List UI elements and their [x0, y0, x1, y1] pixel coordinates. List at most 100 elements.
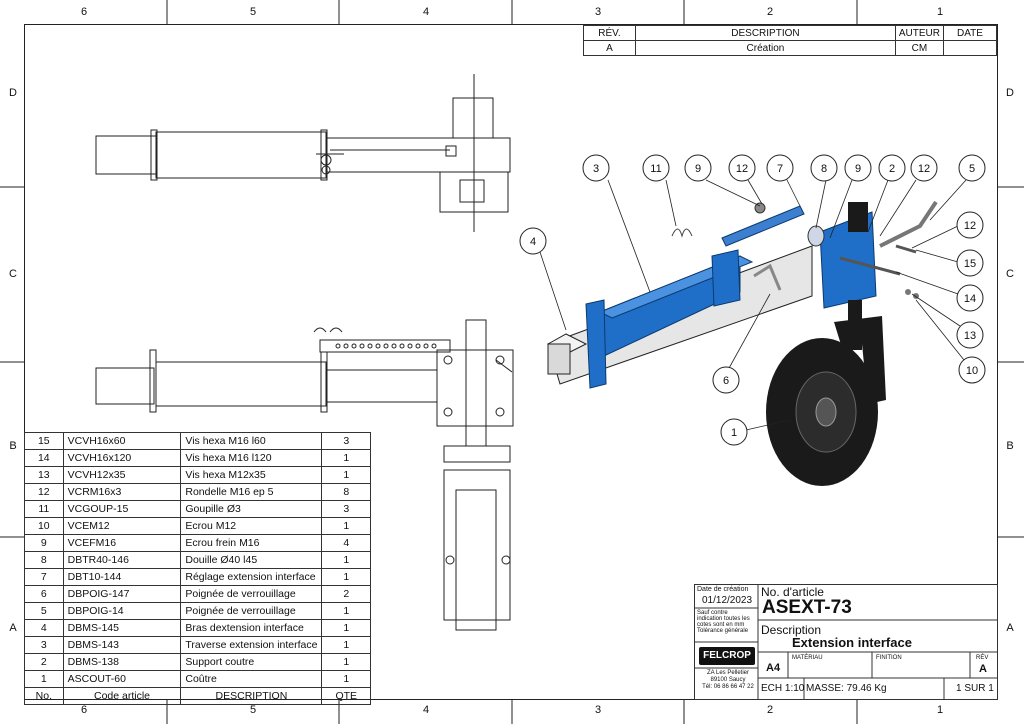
article-number-label: No. d'article — [761, 585, 824, 599]
balloon-7: 7 — [777, 163, 783, 175]
bom-cell-description: Coûtre — [180, 670, 323, 688]
balloon-8: 8 — [821, 163, 827, 175]
rev-value: A — [979, 663, 987, 675]
zone-col-4-top: 4 — [422, 6, 430, 18]
rev-cell-rev: A — [583, 40, 636, 56]
bom-cell-description: Traverse extension interface — [180, 636, 323, 654]
tolerance-note-line-4: Tolérance générale — [697, 628, 749, 634]
rev-header-rev: RÉV. — [583, 25, 636, 41]
bom-cell-number: 8 — [24, 551, 64, 569]
balloon-13: 13 — [964, 330, 976, 342]
rev-header-author: AUTEUR — [894, 25, 945, 41]
address-line-2: 89100 Saucy — [710, 677, 746, 683]
bom-cell-qty: 2 — [321, 585, 371, 603]
bom-cell-description: Ecrou M12 — [180, 517, 323, 535]
bom-cell-code: VCRM16x3 — [62, 483, 182, 501]
balloon-6: 6 — [723, 375, 729, 387]
balloon-1: 1 — [731, 427, 737, 439]
zone-col-3-bottom: 3 — [594, 704, 602, 716]
bom-cell-description: Vis hexa M12x35 — [180, 466, 323, 484]
title-block-lines — [694, 584, 998, 700]
title-block — [694, 584, 998, 700]
bom-cell-code: DBMS-145 — [62, 619, 182, 637]
creation-date-label: Date de création — [697, 586, 749, 593]
revision-header-row: RÉV. DESCRIPTION AUTEUR DATE — [583, 25, 997, 41]
bom-cell-qty: QTE — [321, 687, 371, 705]
balloon-12b: 12 — [918, 163, 930, 175]
rev-cell-description: Création — [635, 40, 896, 56]
bom-cell-qty: 1 — [321, 602, 371, 620]
zone-row-d-left: D — [9, 87, 17, 99]
bom-cell-code: VCVH16x60 — [62, 432, 182, 450]
zone-col-6-bottom: 6 — [80, 704, 88, 716]
zone-row-a-right: A — [1006, 622, 1014, 634]
bom-cell-code: VCVH12x35 — [62, 466, 182, 484]
zone-row-c-right: C — [1006, 268, 1014, 280]
revision-table: RÉV. DESCRIPTION AUTEUR DATE A Création … — [583, 25, 997, 56]
rev-label: RÉV — [976, 655, 989, 661]
bom-cell-number: 11 — [24, 500, 64, 518]
top-view — [95, 74, 511, 232]
rev-cell-author: CM — [894, 40, 945, 56]
bom-cell-description: Poignée de verrouillage — [180, 585, 323, 603]
bom-cell-code: DBPOIG-14 — [62, 602, 182, 620]
bom-cell-qty: 1 — [321, 449, 371, 467]
zone-row-a-left: A — [9, 622, 17, 634]
bom-cell-qty: 3 — [321, 432, 371, 450]
bom-cell-number: 4 — [24, 619, 64, 637]
bom-cell-code: DBT10-144 — [62, 568, 182, 586]
bom-cell-description: Support coutre — [180, 653, 323, 671]
bom-cell-code: ASCOUT-60 — [62, 670, 182, 688]
zone-col-3-top: 3 — [594, 6, 602, 18]
description-value: Extension interface — [792, 635, 912, 650]
sheet-number: 1 SUR 1 — [956, 683, 994, 694]
bom-cell-code: DBPOIG-147 — [62, 585, 182, 603]
bom-cell-number: 10 — [24, 517, 64, 535]
balloon-12c: 12 — [964, 220, 976, 232]
zone-col-4-bottom: 4 — [422, 704, 430, 716]
bom-cell-qty: 1 — [321, 517, 371, 535]
bom-cell-number: 13 — [24, 466, 64, 484]
bom-cell-code: VCEFM16 — [62, 534, 182, 552]
front-view — [95, 319, 514, 631]
bom-cell-number: 3 — [24, 636, 64, 654]
balloon-4: 4 — [530, 236, 536, 248]
bom-cell-code: DBTR40-146 — [62, 551, 182, 569]
zone-row-b-left: B — [9, 440, 17, 452]
bom-cell-description: Rondelle M16 ep 5 — [180, 483, 323, 501]
drawing-frame — [24, 24, 998, 700]
bom-cell-number: 12 — [24, 483, 64, 501]
isometric-view — [546, 200, 938, 486]
balloon-14: 14 — [964, 293, 976, 305]
zone-col-2-top: 2 — [766, 6, 774, 18]
zone-row-d-right: D — [1006, 87, 1014, 99]
bom-cell-description: Poignée de verrouillage — [180, 602, 323, 620]
bom-cell-number: 14 — [24, 449, 64, 467]
bom-cell-number: 15 — [24, 432, 64, 450]
balloon-9a: 9 — [695, 163, 701, 175]
balloon-11: 11 — [650, 163, 661, 175]
zone-col-5-bottom: 5 — [249, 704, 257, 716]
bom-cell-qty: 3 — [321, 500, 371, 518]
balloon-circles — [519, 154, 986, 446]
zone-col-1-bottom: 1 — [936, 704, 944, 716]
bom-cell-description: Goupille Ø3 — [180, 500, 323, 518]
bom-cell-qty: 1 — [321, 619, 371, 637]
article-number-value: ASEXT-73 — [762, 597, 852, 618]
drawing-mass: MASSE: 79.46 Kg — [806, 683, 887, 694]
bom-cell-code: VCGOUP-15 — [62, 500, 182, 518]
